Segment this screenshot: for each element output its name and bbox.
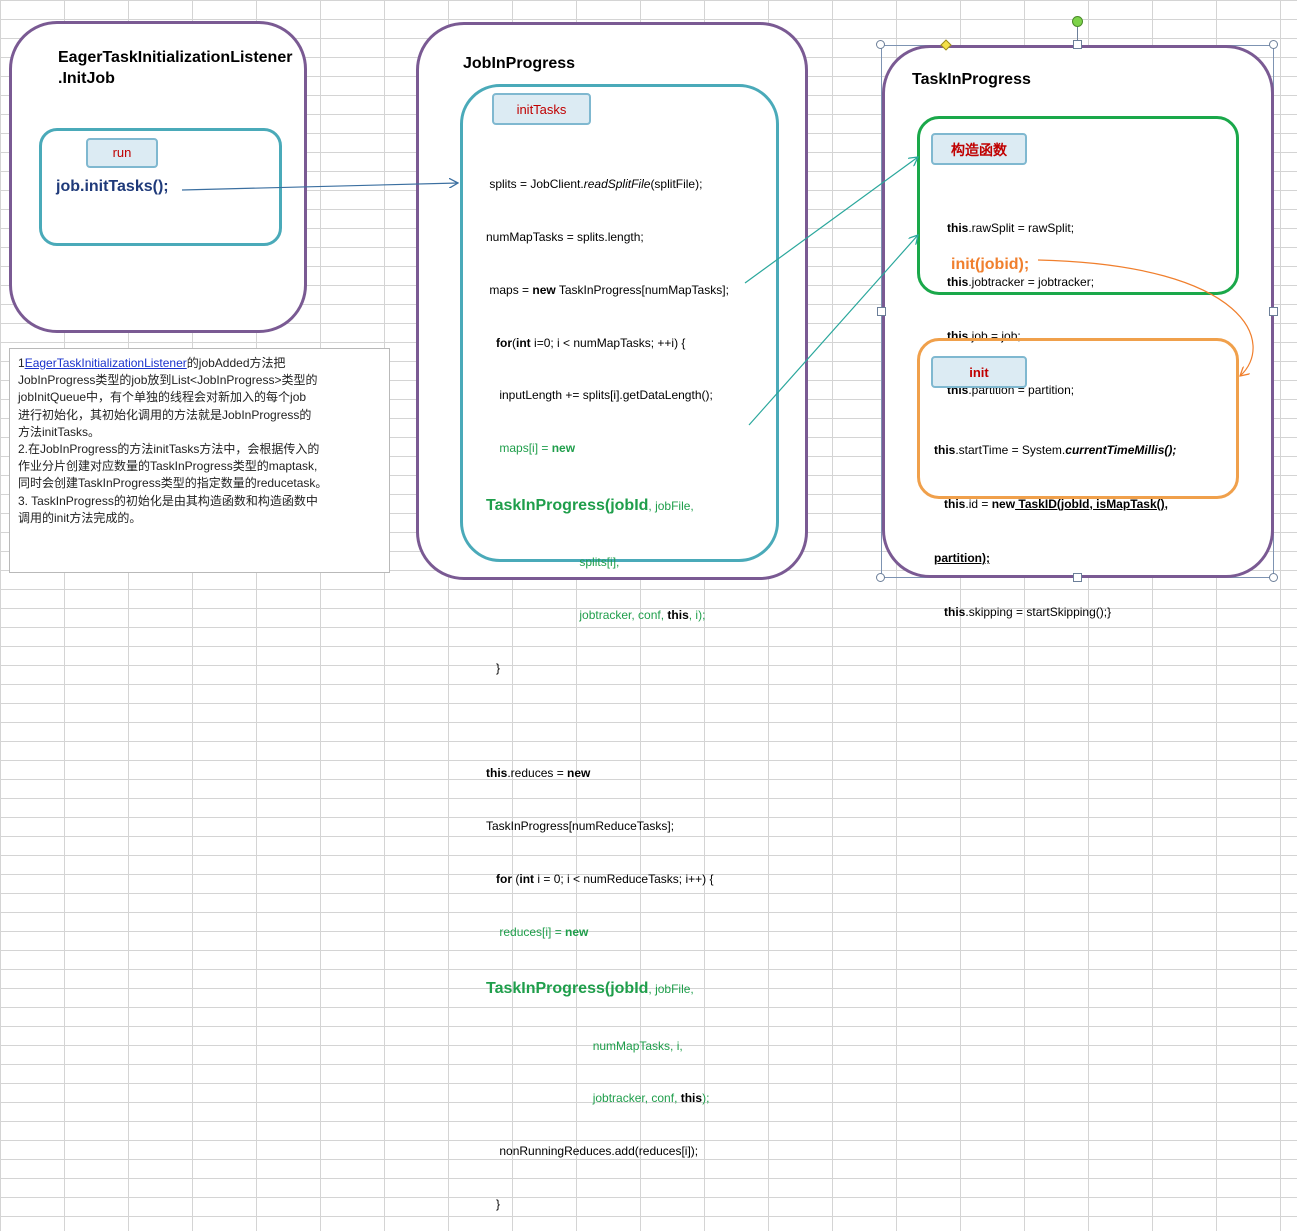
constructor-box	[917, 116, 1239, 295]
code-line: nonRunningReduces.add(reduces[i]);	[499, 1144, 699, 1159]
note-line-5: 方法initTasks。	[18, 424, 101, 439]
code-line: this.jobtracker = jobtracker;	[947, 275, 1095, 289]
code-line: splits[i],	[579, 555, 620, 570]
code-line: numMapTasks = splits.length;	[486, 229, 644, 244]
code-line: maps = new TaskInProgress[numMapTasks];	[489, 282, 729, 297]
connectors	[181, 0, 1254, 426]
job-init-tasks-call: job.initTasks();	[56, 178, 169, 195]
note-line-1: 1EagerTaskInitializationListener的jobAdde…	[18, 356, 286, 370]
code-line: this.skipping = startSkipping();}	[944, 605, 1112, 619]
listener-outer-box	[9, 21, 307, 333]
code-line: inputLength += splits[i].getDataLength()…	[499, 388, 713, 403]
explanation-note: 1EagerTaskInitializationListener的jobAdde…	[9, 348, 390, 573]
init-call-arrow	[1037, 259, 1254, 376]
call-arrow	[181, 183, 458, 191]
resize-handle[interactable]	[1269, 307, 1278, 316]
code-line: this.startTime = System.currentTimeMilli…	[934, 443, 1177, 457]
code-line: TaskInProgress[numReduceTasks];	[486, 818, 675, 833]
init-tasks-tag: initTasks	[492, 93, 591, 125]
reduce-task-arrow	[748, 235, 918, 426]
code-line: partition);	[934, 551, 990, 565]
resize-handle[interactable]	[1269, 40, 1278, 49]
code-line: }	[496, 660, 501, 675]
resize-handle[interactable]	[1269, 573, 1278, 582]
resize-handle[interactable]	[1073, 573, 1082, 582]
code-line: jobtracker, conf, this, i);	[579, 607, 706, 622]
note-line-6: 2.在JobInProgress的方法initTasks方法中，会根据传入的	[18, 442, 320, 457]
note-line-3: jobInitQueue中，有个单独的线程会对新加入的每个job	[18, 390, 307, 405]
listener-link[interactable]: EagerTaskInitializationListener	[24, 356, 187, 370]
job-title: JobInProgress	[463, 55, 576, 72]
code-line	[486, 712, 776, 730]
code-line: jobtracker, conf, this);	[592, 1091, 710, 1106]
code-line: splits = JobClient.readSplitFile(splitFi…	[489, 177, 703, 192]
code-line: TaskInProgress(jobId, jobFile,	[486, 496, 694, 514]
note-line-9: 3. TaskInProgress的初始化是由其构造函数和构造函数中	[18, 493, 318, 508]
listener-title-line2: .InitJob	[58, 70, 115, 87]
init-code: this.startTime = System.currentTimeMilli…	[934, 405, 1176, 639]
code-line: this.rawSplit = rawSplit;	[947, 221, 1075, 235]
map-task-arrow	[744, 157, 918, 284]
listener-title: EagerTaskInitializationListener .InitJob	[58, 47, 303, 89]
init-jobid-call: init(jobid);	[951, 256, 1030, 273]
note-line-7: 作业分片创建对应数量的TaskInProgress类型的maptask,	[18, 459, 318, 474]
code-line: for(int i=0; i < numMapTasks; ++i) {	[496, 335, 686, 350]
resize-handle[interactable]	[877, 307, 886, 316]
code-line: reduces[i] = new	[499, 924, 589, 939]
code-line: numMapTasks, i,	[592, 1038, 683, 1053]
code-line: TaskInProgress(jobId, jobFile,	[486, 980, 694, 998]
code-line: for (int i = 0; i < numReduceTasks; i++)…	[496, 871, 714, 886]
note-line-10: 调用的init方法完成的。	[18, 510, 142, 525]
note-line-4: 进行初始化，其初始化调用的方法就是JobInProgress的	[18, 407, 312, 422]
note-line-2: JobInProgress类型的job放到List<JobInProgress>…	[18, 373, 318, 388]
job-inner-box	[460, 84, 779, 562]
code-line: maps[i] = new	[499, 441, 576, 456]
code-line: }	[496, 1196, 501, 1211]
resize-handle[interactable]	[876, 40, 885, 49]
constructor-tag: 构造函数	[931, 133, 1027, 165]
rotate-handle[interactable]	[1072, 16, 1083, 27]
code-line: this.id = new TaskID(jobId, isMapTask(),	[944, 497, 1168, 511]
run-tag: run	[86, 138, 158, 168]
note-line-8: 同时会创建TaskInProgress类型的指定数量的reducetask。	[18, 476, 328, 491]
init-tag: init	[931, 356, 1027, 388]
rotate-stem	[1077, 27, 1078, 41]
listener-title-line1: EagerTaskInitializationListener	[58, 49, 293, 66]
task-title: TaskInProgress	[912, 71, 1031, 88]
code-line: this.reduces = new	[486, 766, 591, 781]
resize-handle[interactable]	[876, 573, 885, 582]
init-box	[917, 338, 1239, 499]
